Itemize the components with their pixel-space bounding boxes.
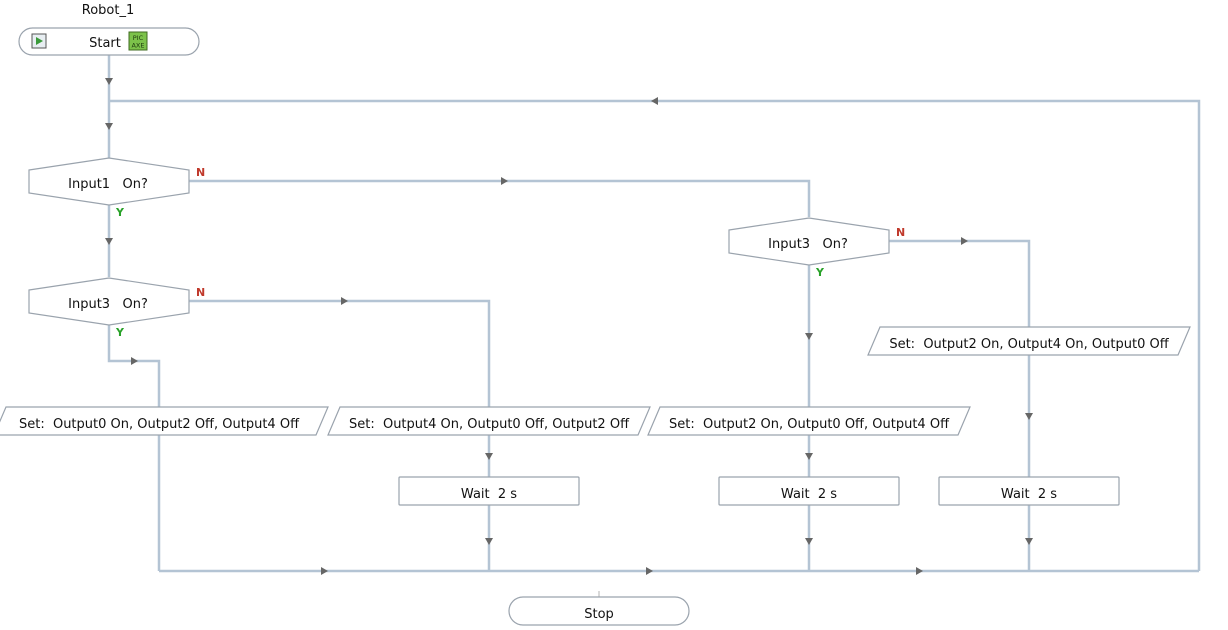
arrow-right-icon [131,357,138,365]
arrow-right-icon [341,297,348,305]
output-node-3[interactable]: Set: Output2 On, Output0 Off, Output4 Of… [647,406,971,436]
arrow-right-icon [321,567,328,575]
yes-branch-label: Y [815,266,825,279]
arrowheads [105,78,1033,575]
output-node-1[interactable]: Set: Output0 On, Output2 Off, Output4 Of… [0,406,329,436]
arrow-down-icon [105,123,113,130]
wait-node-1[interactable]: Wait 2 s [398,476,580,506]
wait-node-3[interactable]: Wait 2 s [938,476,1120,506]
output-label: Set: Output2 On, Output4 On, Output0 Off [889,337,1169,352]
decision-label: Input3 On? [768,237,848,252]
arrow-right-icon [961,237,968,245]
decision-label: Input3 On? [68,297,148,312]
wait-node-2[interactable]: Wait 2 s [718,476,900,506]
connector-loop-top [109,99,1201,571]
arrow-down-icon [485,453,493,460]
yes-branch-label: Y [115,326,125,339]
decision-node-input3-left[interactable]: Input3 On? N Y [28,277,205,339]
connector-input3b-no [889,239,1031,327]
flowchart-title: Robot_1 [82,3,134,18]
decision-node-input1[interactable]: Input1 On? N Y [28,157,205,219]
decision-label: Input1 On? [68,177,148,192]
arrow-right-icon [501,177,508,185]
output-node-4[interactable]: Set: Output2 On, Output4 On, Output0 Off [867,326,1191,356]
picaxe-badge-top: PIC [133,34,144,42]
arrow-down-icon [805,333,813,340]
stop-label: Stop [584,607,614,622]
output-label: Set: Output0 On, Output2 Off, Output4 Of… [19,417,300,432]
arrow-down-icon [105,78,113,85]
picaxe-chip-icon: PIC AXE [128,31,148,51]
arrow-left-icon [651,97,658,105]
start-label: Start [89,36,121,51]
connector-input3a-no [189,299,491,407]
decision-node-input3-right[interactable]: Input3 On? N Y [728,217,905,279]
connector-input1-no [189,179,811,217]
output-label: Set: Output4 On, Output0 Off, Output2 Of… [349,417,630,432]
wait-label: Wait 2 s [1001,487,1057,502]
arrow-down-icon [485,538,493,545]
picaxe-badge-bottom: AXE [131,42,144,50]
output-label: Set: Output2 On, Output0 Off, Output4 Of… [669,417,950,432]
arrow-right-icon [646,567,653,575]
start-node[interactable]: Start PIC AXE [18,27,200,56]
no-branch-label: N [196,286,205,299]
arrow-down-icon [1025,413,1033,420]
arrow-down-icon [805,453,813,460]
arrow-right-icon [916,567,923,575]
stop-node[interactable]: Stop [508,596,690,626]
arrow-down-icon [1025,538,1033,545]
connector-lines [107,55,1201,597]
yes-branch-label: Y [115,206,125,219]
output-node-2[interactable]: Set: Output4 On, Output0 Off, Output2 Of… [327,406,651,436]
wait-label: Wait 2 s [781,487,837,502]
no-branch-label: N [196,166,205,179]
wait-label: Wait 2 s [461,487,517,502]
play-triangle-icon [36,37,43,45]
no-branch-label: N [896,226,905,239]
arrow-down-icon [105,238,113,245]
arrow-down-icon [805,538,813,545]
